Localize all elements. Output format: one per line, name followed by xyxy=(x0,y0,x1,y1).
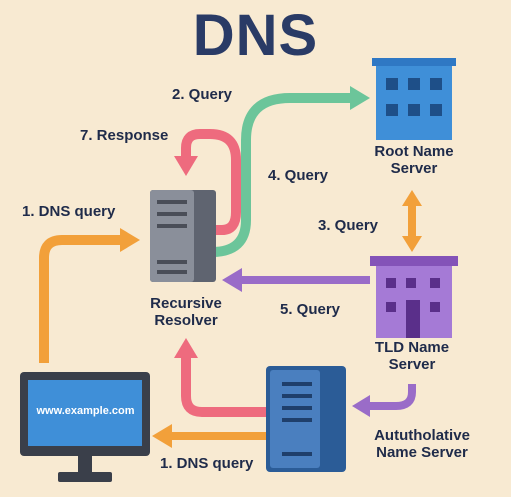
arrowhead-7-response xyxy=(174,156,198,176)
authoritative-name-server-label-line1: Aututholative xyxy=(374,427,470,444)
recursive-resolver-label-line2: Resolver xyxy=(154,311,218,329)
arrow-1-dns-query-top xyxy=(39,235,122,363)
arrowhead-3-query-up xyxy=(402,190,422,206)
arrowhead-5-query xyxy=(222,268,242,292)
root-name-server-label-line2: Server xyxy=(390,159,438,177)
tld-name-server-building-icon xyxy=(370,256,458,338)
authoritative-name-server-label: Aututholative Name Server xyxy=(352,427,492,461)
authoritative-name-server-label-line2: Name Server xyxy=(376,443,468,461)
arrowhead-1-dns-query-top xyxy=(120,228,140,252)
authoritative-name-server-icon xyxy=(266,366,346,472)
tld-name-server-label-line1: TLD Name xyxy=(374,339,450,356)
arrow-auth-to-resolver xyxy=(181,356,266,417)
tld-name-server-label: TLD Name Server xyxy=(352,339,472,373)
arrow-tld-to-authoritative xyxy=(368,384,416,410)
client-url-text: www.example.com xyxy=(36,405,135,417)
label-1-dns-query-top: 1. DNS query xyxy=(22,203,116,220)
label-3-query: 3. Query xyxy=(318,217,379,234)
page-title: DNS xyxy=(192,3,319,68)
arrowhead-tld-to-authoritative xyxy=(352,395,370,417)
arrow-7-response xyxy=(181,129,241,235)
arrowhead-auth-to-resolver xyxy=(174,338,198,358)
arrow-2-query xyxy=(211,93,352,257)
root-name-server-label: Root Name Server xyxy=(354,143,474,177)
root-name-server-label-line1: Root Name xyxy=(374,143,454,160)
recursive-resolver-server-icon xyxy=(150,190,216,282)
label-1-dns-query-bottom: 1. DNS query xyxy=(160,455,254,472)
label-4-query: 4. Query xyxy=(268,167,329,184)
arrowhead-3-query-down xyxy=(402,236,422,252)
label-5-query: 5. Query xyxy=(280,301,341,318)
label-7-response: 7. Response xyxy=(80,127,169,144)
recursive-resolver-label-line1: Recursive xyxy=(150,295,222,312)
tld-name-server-label-line2: Server xyxy=(388,355,436,373)
arrowhead-2-query xyxy=(350,86,370,110)
label-2-query: 2. Query xyxy=(172,86,233,103)
client-monitor-icon xyxy=(20,372,150,482)
arrowhead-1-dns-query-bottom xyxy=(152,424,172,448)
connectors xyxy=(39,86,422,448)
root-name-server-building-icon xyxy=(372,58,456,140)
recursive-resolver-label: Recursive Resolver xyxy=(126,295,246,329)
